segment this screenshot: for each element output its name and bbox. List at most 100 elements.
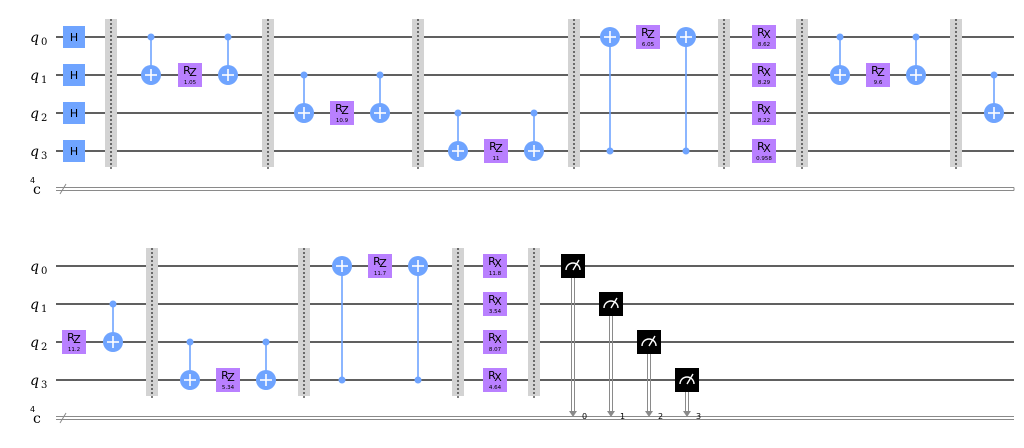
- rz-gate-label: R: [641, 26, 649, 39]
- rz-gate-sub: Z: [73, 333, 81, 346]
- rz-gate-param: 11.2: [68, 347, 80, 353]
- measure-gate: [637, 330, 661, 354]
- meter-icon: [679, 376, 695, 385]
- qubit-label: q: [30, 30, 39, 46]
- meter-icon: [565, 262, 581, 271]
- cx-control-dot: [262, 338, 270, 346]
- cx-control-dot: [338, 376, 346, 384]
- rz-gate-sub: Z: [341, 104, 349, 117]
- qubit-label: q: [30, 373, 39, 389]
- h-gate-label: H: [70, 145, 78, 158]
- h-gate: [63, 102, 85, 124]
- measure-gate: [599, 292, 623, 316]
- meter-icon: [603, 300, 619, 309]
- rx-gate-label: R: [757, 140, 765, 153]
- rx-gate: [752, 63, 776, 87]
- measure-gate: [561, 254, 585, 278]
- measure-cbit-label: 3: [696, 412, 701, 421]
- rx-gate-sub: X: [763, 104, 771, 117]
- rx-gate-param: 11.8: [489, 271, 502, 277]
- qubit-index-label: 2: [41, 342, 47, 353]
- rz-gate: [216, 368, 240, 392]
- measure-cbit-label: 0: [582, 412, 587, 421]
- rz-gate-sub: Z: [877, 66, 885, 79]
- rx-gate-param: 8.62: [758, 42, 770, 48]
- qubit-index-label: 0: [41, 37, 47, 48]
- meter-needle: [572, 259, 580, 271]
- rz-gate-label: R: [335, 102, 343, 115]
- classical-wire-slash: [59, 412, 67, 424]
- cx-control-dot: [414, 376, 422, 384]
- qubit-index-label: 3: [41, 380, 47, 391]
- rx-gate-param: 4.64: [489, 385, 502, 391]
- rz-gate-label: R: [67, 331, 75, 344]
- rz-gate-sub: Z: [495, 142, 503, 155]
- cx-control-dot: [454, 109, 462, 117]
- rz-gate-param: 10.9: [336, 118, 349, 124]
- rx-gate: [752, 101, 776, 125]
- qubit-label: q: [30, 106, 39, 122]
- cx-control-dot: [109, 300, 117, 308]
- rx-gate-param: 0.958: [756, 156, 772, 162]
- measure-arrow: [683, 411, 691, 417]
- rx-gate: [483, 292, 507, 316]
- qubit-index-label: 1: [41, 75, 47, 86]
- rz-gate: [62, 330, 86, 354]
- rx-gate-label: R: [488, 369, 496, 382]
- rz-gate-param: 5.34: [222, 385, 235, 391]
- rx-gate-label: R: [488, 293, 496, 306]
- qubit-label: q: [30, 335, 39, 351]
- rz-gate-sub: Z: [227, 371, 235, 384]
- cx-control-dot: [300, 71, 308, 79]
- rx-gate-param: 8.22: [758, 118, 770, 124]
- rx-gate-label: R: [488, 255, 496, 268]
- measure-gate: [675, 368, 699, 392]
- rx-gate-label: R: [757, 26, 765, 39]
- cx-control-dot: [376, 71, 384, 79]
- rx-gate-sub: X: [494, 371, 502, 384]
- rz-gate: [330, 101, 354, 125]
- cx-control-dot: [912, 33, 920, 41]
- rx-gate-sub: X: [494, 257, 502, 270]
- rz-gate-param: 11.7: [374, 271, 387, 277]
- rz-gate: [178, 63, 202, 87]
- cx-control-dot: [224, 33, 232, 41]
- classical-size-label: 4: [30, 176, 35, 185]
- qubit-index-label: 1: [41, 304, 47, 315]
- measure-arrow: [645, 411, 653, 417]
- classical-label: c: [33, 411, 41, 427]
- meter-icon: [641, 338, 657, 347]
- rz-gate: [866, 63, 890, 87]
- rx-gate-sub: X: [763, 142, 771, 155]
- h-gate: [63, 140, 85, 162]
- rz-gate-param: 9.6: [874, 80, 883, 86]
- measure-cbit-label: 2: [658, 412, 663, 421]
- rz-gate-param: 6.05: [642, 42, 655, 48]
- rx-gate-label: R: [757, 64, 765, 77]
- cx-control-dot: [836, 33, 844, 41]
- h-gate: [63, 64, 85, 86]
- measure-arrow: [607, 411, 615, 417]
- rx-gate: [752, 25, 776, 49]
- rx-gate-sub: X: [763, 66, 771, 79]
- rx-gate-sub: X: [763, 28, 771, 41]
- cx-control-dot: [186, 338, 194, 346]
- rz-gate-label: R: [489, 140, 497, 153]
- measure-cbit-label: 1: [620, 412, 625, 421]
- classical-wire-slash: [59, 183, 67, 195]
- qubit-index-label: 3: [41, 151, 47, 162]
- h-gate: [63, 26, 85, 48]
- rx-gate-label: R: [757, 102, 765, 115]
- cx-control-dot: [990, 71, 998, 79]
- rz-gate-label: R: [871, 64, 879, 77]
- rz-gate-sub: Z: [647, 28, 655, 41]
- rx-gate-param: 3.54: [489, 309, 502, 315]
- rx-gate: [752, 139, 776, 163]
- rz-gate-sub: Z: [379, 257, 387, 270]
- qubit-label: q: [30, 144, 39, 160]
- rz-gate: [636, 25, 660, 49]
- classical-label: c: [33, 182, 41, 198]
- qubit-index-label: 0: [41, 266, 47, 277]
- rx-gate: [483, 254, 507, 278]
